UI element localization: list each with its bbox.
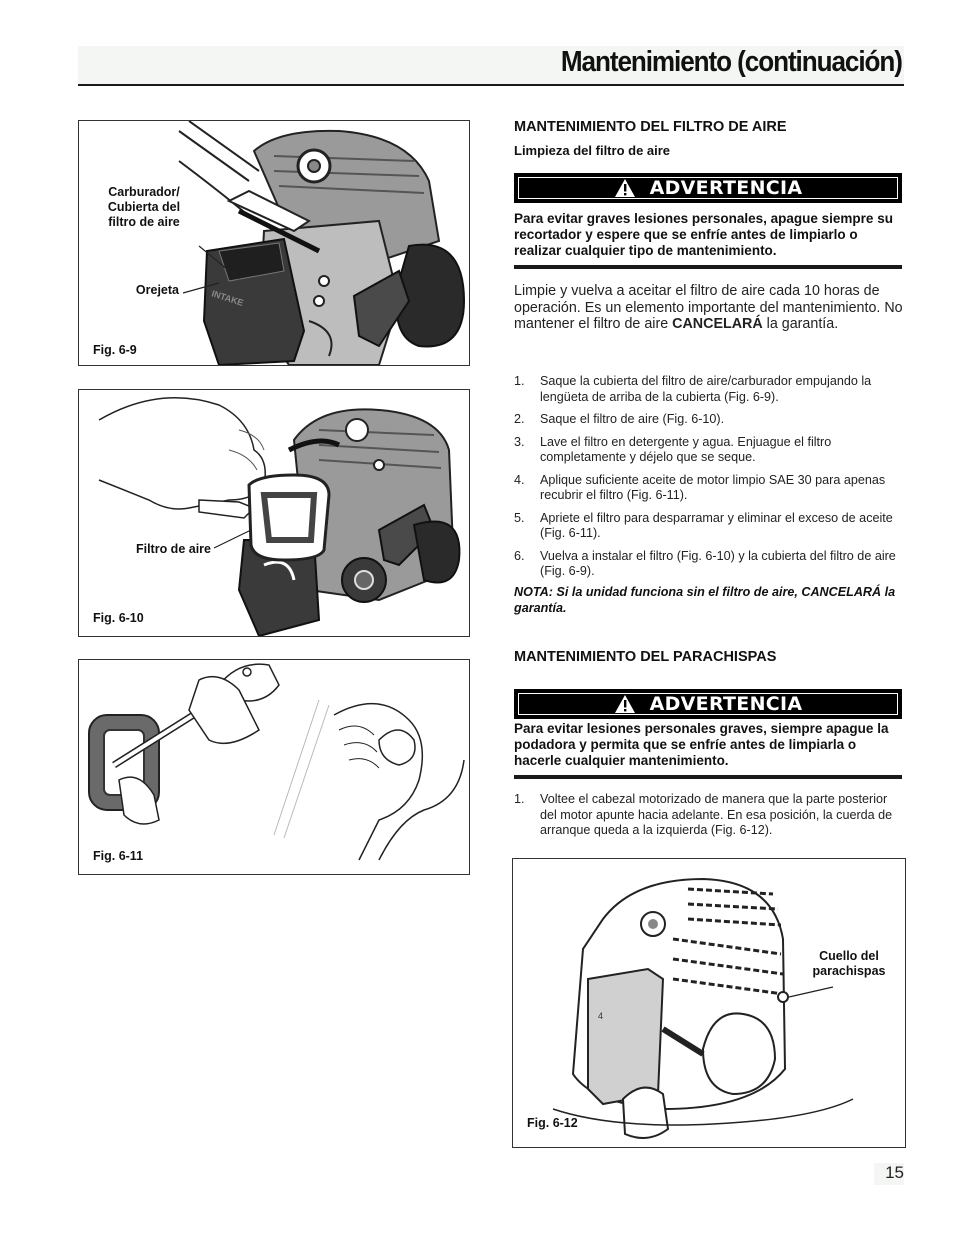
page-header: Mantenimiento (continuación) — [78, 46, 904, 86]
air-filter-removal-illustration — [98, 397, 461, 636]
steps-list-air-filter: 1.Saque la cubierta del filtro de aire/c… — [514, 374, 906, 587]
figure-6-9: INTAKE Carburador/ Cubierta del filtro d… — [78, 120, 470, 366]
intro-bold: CANCELARÁ — [672, 316, 763, 332]
warning-triangle-icon — [614, 179, 635, 197]
list-item: 4.Aplique suficiente aceite de motor lim… — [514, 472, 886, 503]
list-item: 2.Saque el filtro de aire (Fig. 6-10). — [514, 412, 725, 426]
list-item: 1.Voltee el cabezal motorizado de manera… — [514, 792, 893, 837]
callout-carburador: Carburador/ Cubierta del filtro de aire — [107, 185, 181, 229]
figure-6-10: Filtro de aire Fig. 6-10 — [78, 389, 470, 637]
note-text: NOTA: Si la unidad funciona sin el filtr… — [514, 585, 896, 615]
warning-banner: ADVERTENCIA — [514, 689, 902, 719]
intro-text: Limpie y vuelva a aceitar el filtro de a… — [514, 283, 903, 332]
warning-label: ADVERTENCIA — [649, 177, 803, 199]
subheading-cleaning: Limpieza del filtro de aire — [514, 143, 671, 158]
callout-filtro-de-aire: Filtro de aire — [135, 542, 211, 556]
callout-orejeta: Orejeta — [135, 283, 179, 297]
page-title: Mantenimiento (continuación) — [561, 46, 903, 78]
steps-list-spark-arrestor: 1.Voltee el cabezal motorizado de manera… — [514, 792, 906, 846]
engine-air-filter-cover-illustration: INTAKE — [178, 121, 466, 365]
warning-banner: ADVERTENCIA — [514, 173, 902, 203]
list-item: 1.Saque la cubierta del filtro de aire/c… — [514, 374, 872, 404]
warning-text: Para evitar lesiones personales graves, … — [514, 721, 902, 779]
section-heading-air-filter: MANTENIMIENTO DEL FILTRO DE AIRE — [514, 119, 787, 135]
figure-6-12: 4 Cuello del parachispas Fig. 6-12 — [512, 858, 906, 1148]
page-number: 15 — [874, 1163, 904, 1185]
callout-cuello-del-parachispas: Cuello del parachispas — [812, 949, 886, 978]
engine-rear-view-illustration: 4 — [552, 877, 854, 1139]
figure-label: Fig. 6-10 — [93, 611, 144, 625]
warning-triangle-icon — [614, 695, 635, 713]
section-heading-spark-arrestor: MANTENIMIENTO DEL PARACHISPAS — [514, 649, 777, 665]
warning-text: Para evitar graves lesiones personales, … — [514, 211, 902, 269]
figure-label: Fig. 6-9 — [93, 343, 137, 357]
list-item: 3.Lave el filtro en detergente y agua. E… — [514, 434, 832, 465]
svg-text:4: 4 — [598, 1011, 603, 1021]
oiling-filter-illustration — [88, 663, 465, 861]
list-item: 5.Apriete el filtro para desparramar y e… — [514, 510, 893, 541]
warning-label: ADVERTENCIA — [649, 693, 803, 715]
intro-end: la garantía. — [762, 316, 839, 332]
intro-paragraph: Limpie y vuelva a aceitar el filtro de a… — [514, 283, 906, 333]
figure-label: Fig. 6-12 — [527, 1116, 578, 1130]
figure-label: Fig. 6-11 — [93, 849, 144, 863]
figure-6-11: Fig. 6-11 — [78, 659, 470, 875]
list-item: 6.Vuelva a instalar el filtro (Fig. 6-10… — [514, 548, 896, 579]
